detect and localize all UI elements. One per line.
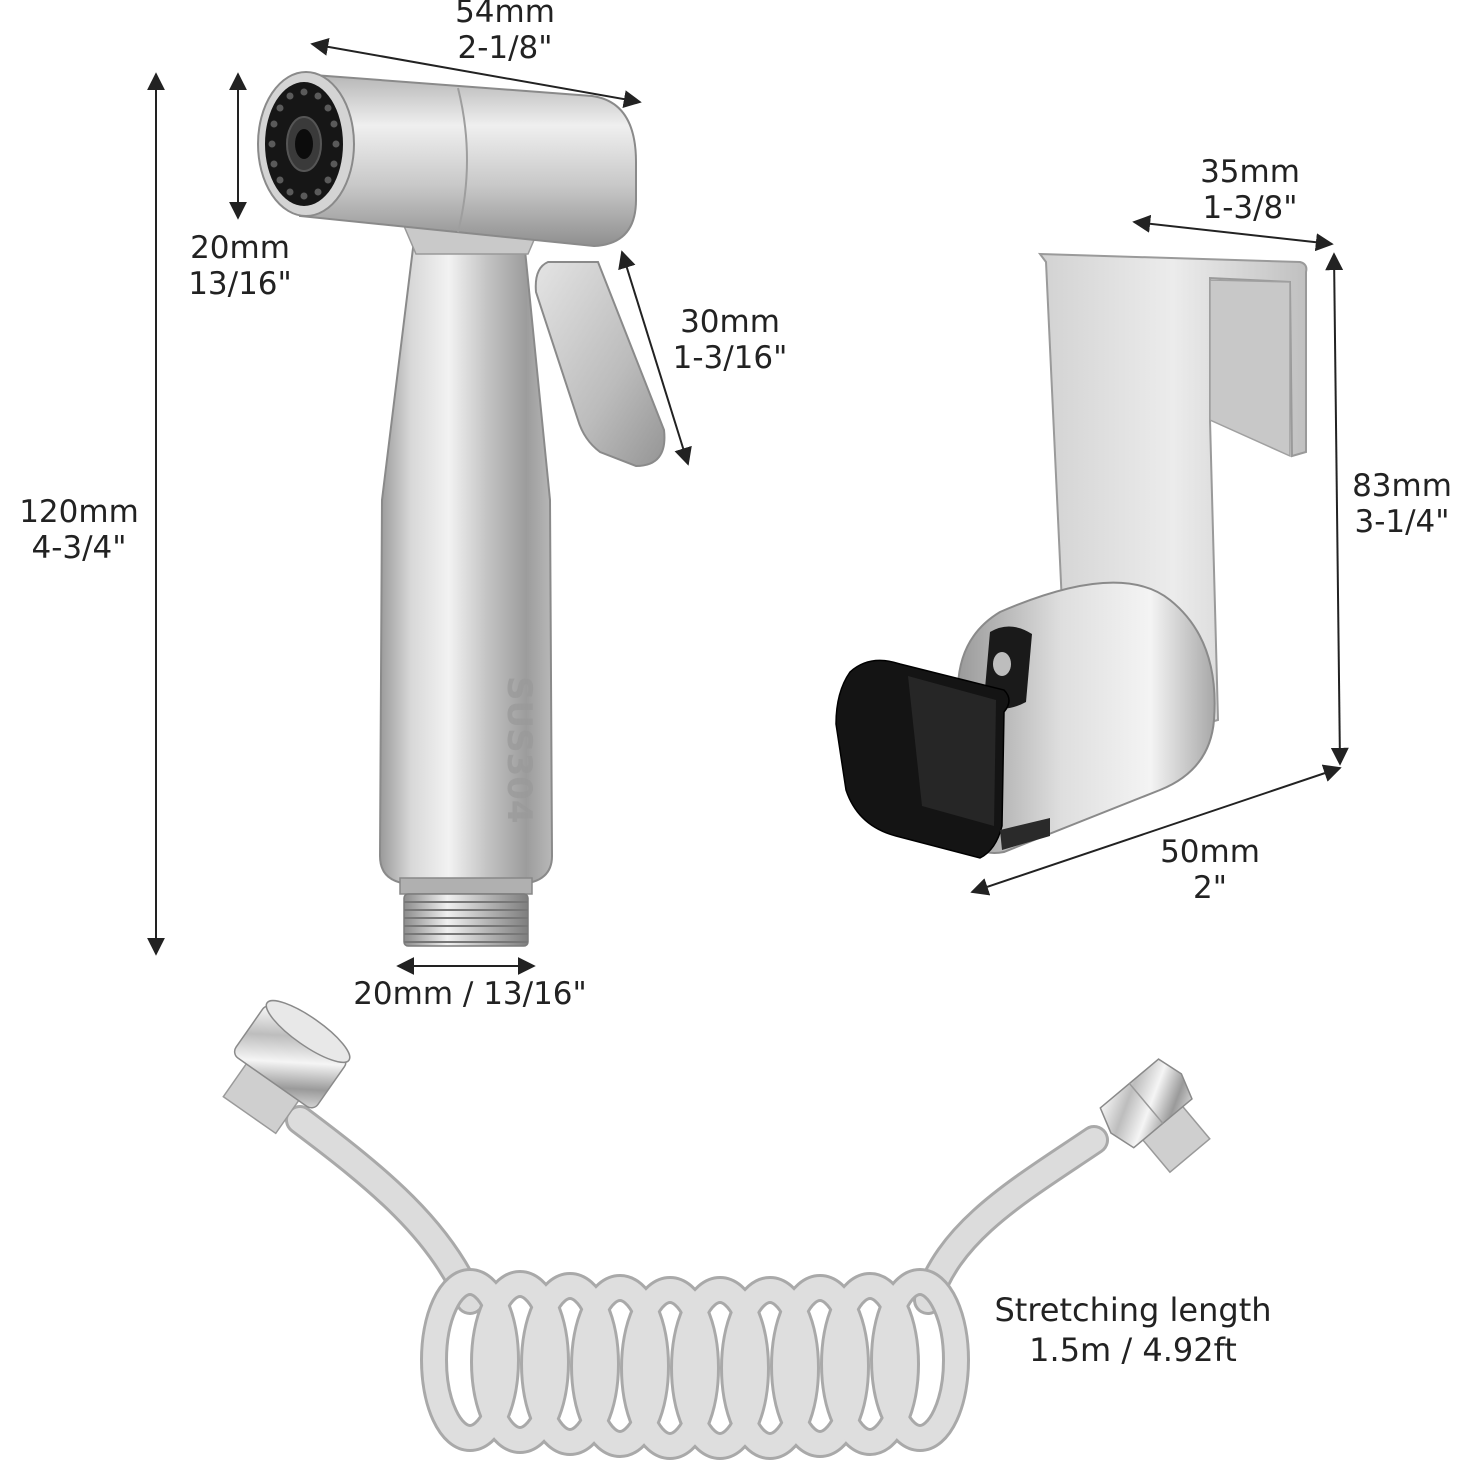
hose-right-fitting bbox=[1099, 1058, 1211, 1174]
sprayer-holder bbox=[835, 252, 1308, 859]
sprayer-engraving: SUS304 bbox=[499, 676, 539, 824]
label-hose-length: Stretching length 1.5m / 4.92ft bbox=[994, 1291, 1272, 1369]
dim-line-holder-height bbox=[1325, 252, 1349, 766]
dim-line-trigger bbox=[618, 250, 692, 466]
coiled-hose bbox=[222, 999, 1211, 1460]
dim-line-holder-depth bbox=[970, 764, 1342, 896]
label-thread-diameter: 20mm / 13/16" bbox=[353, 976, 587, 1012]
sprayer-trigger bbox=[534, 261, 666, 468]
sprayer-thread-connector bbox=[399, 877, 533, 947]
label-holder-depth: 50mm 2" bbox=[1160, 834, 1260, 906]
label-holder-height: 83mm 3-1/4" bbox=[1352, 468, 1452, 540]
dim-line-sprayer-width bbox=[310, 37, 642, 109]
label-sprayer-height: 120mm 4-3/4" bbox=[19, 494, 139, 566]
bidet-sprayer: SUS304 bbox=[257, 71, 666, 947]
label-trigger-length: 30mm 1-3/16" bbox=[672, 304, 788, 376]
label-sprayer-width: 54mm 2-1/8" bbox=[455, 0, 555, 66]
hose-left-fitting bbox=[222, 999, 351, 1135]
dimension-lines bbox=[147, 37, 1349, 975]
dim-line-holder-width bbox=[1132, 214, 1334, 252]
label-holder-width: 35mm 1-3/8" bbox=[1200, 154, 1300, 226]
label-nozzle-diameter: 20mm 13/16" bbox=[188, 230, 292, 302]
